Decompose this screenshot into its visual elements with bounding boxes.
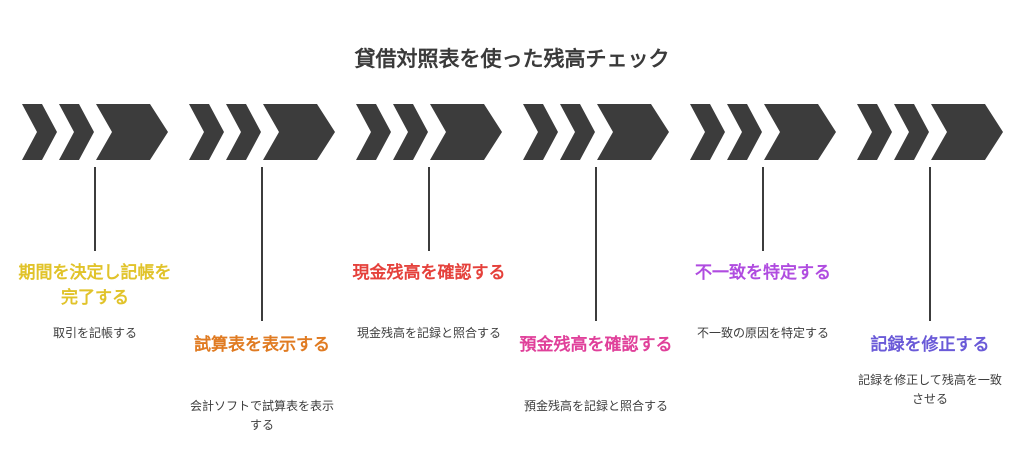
chevron-arrow-icon bbox=[96, 104, 168, 160]
step-6-title: 記録を修正する bbox=[870, 335, 990, 355]
chevron-arrow-icon bbox=[393, 104, 428, 160]
step-4-chevrons bbox=[523, 104, 669, 160]
diagram-title: 貸借対照表を使った残高チェック bbox=[354, 47, 670, 71]
step-6-chevrons bbox=[857, 104, 1003, 160]
step-1-connector bbox=[94, 167, 96, 251]
step-4-description: 預金残高を記録と照合する bbox=[523, 399, 668, 413]
chevron-arrow-icon bbox=[430, 104, 502, 160]
step-5-title: 不一致を特定する bbox=[695, 263, 831, 283]
chevron-arrow-icon bbox=[560, 104, 595, 160]
chevron-arrow-icon bbox=[894, 104, 929, 160]
chevron-arrow-icon bbox=[523, 104, 558, 160]
chevron-arrow-icon bbox=[931, 104, 1003, 160]
chevron-arrow-icon bbox=[597, 104, 669, 160]
chevron-arrow-icon bbox=[22, 104, 57, 160]
step-2-connector bbox=[261, 167, 263, 321]
step-5-chevrons bbox=[690, 104, 836, 160]
step-2-title: 試算表を表示する bbox=[194, 335, 330, 355]
step-5-description: 不一致の原因を特定する bbox=[696, 326, 829, 340]
step-2-description: 会計ソフトで試算表を表示する bbox=[189, 399, 334, 432]
chevron-arrow-icon bbox=[764, 104, 836, 160]
chevron-arrow-icon bbox=[690, 104, 725, 160]
step-2-chevrons bbox=[189, 104, 335, 160]
step-1-chevrons bbox=[22, 104, 168, 160]
step-3-description: 現金残高を記録と照合する bbox=[356, 326, 501, 340]
step-1-title: 期間を決定し記帳を完了する bbox=[18, 263, 172, 308]
step-4-connector bbox=[595, 167, 597, 321]
step-3-chevrons bbox=[356, 104, 502, 160]
chevron-arrow-icon bbox=[189, 104, 224, 160]
chevron-arrow-icon bbox=[263, 104, 335, 160]
step-1-description: 取引を記帳する bbox=[52, 326, 137, 340]
chevron-arrow-icon bbox=[59, 104, 94, 160]
step-3-connector bbox=[428, 167, 430, 251]
step-6-description: 記録を修正して残高を一致させる bbox=[858, 373, 1002, 406]
chevron-arrow-icon bbox=[727, 104, 762, 160]
step-5-connector bbox=[762, 167, 764, 251]
chevron-arrow-icon bbox=[226, 104, 261, 160]
step-6-connector bbox=[929, 167, 931, 321]
step-3-title: 現金残高を確認する bbox=[352, 263, 506, 283]
step-4-title: 預金残高を確認する bbox=[519, 335, 673, 355]
chevron-arrow-icon bbox=[356, 104, 391, 160]
chevron-arrow-icon bbox=[857, 104, 892, 160]
